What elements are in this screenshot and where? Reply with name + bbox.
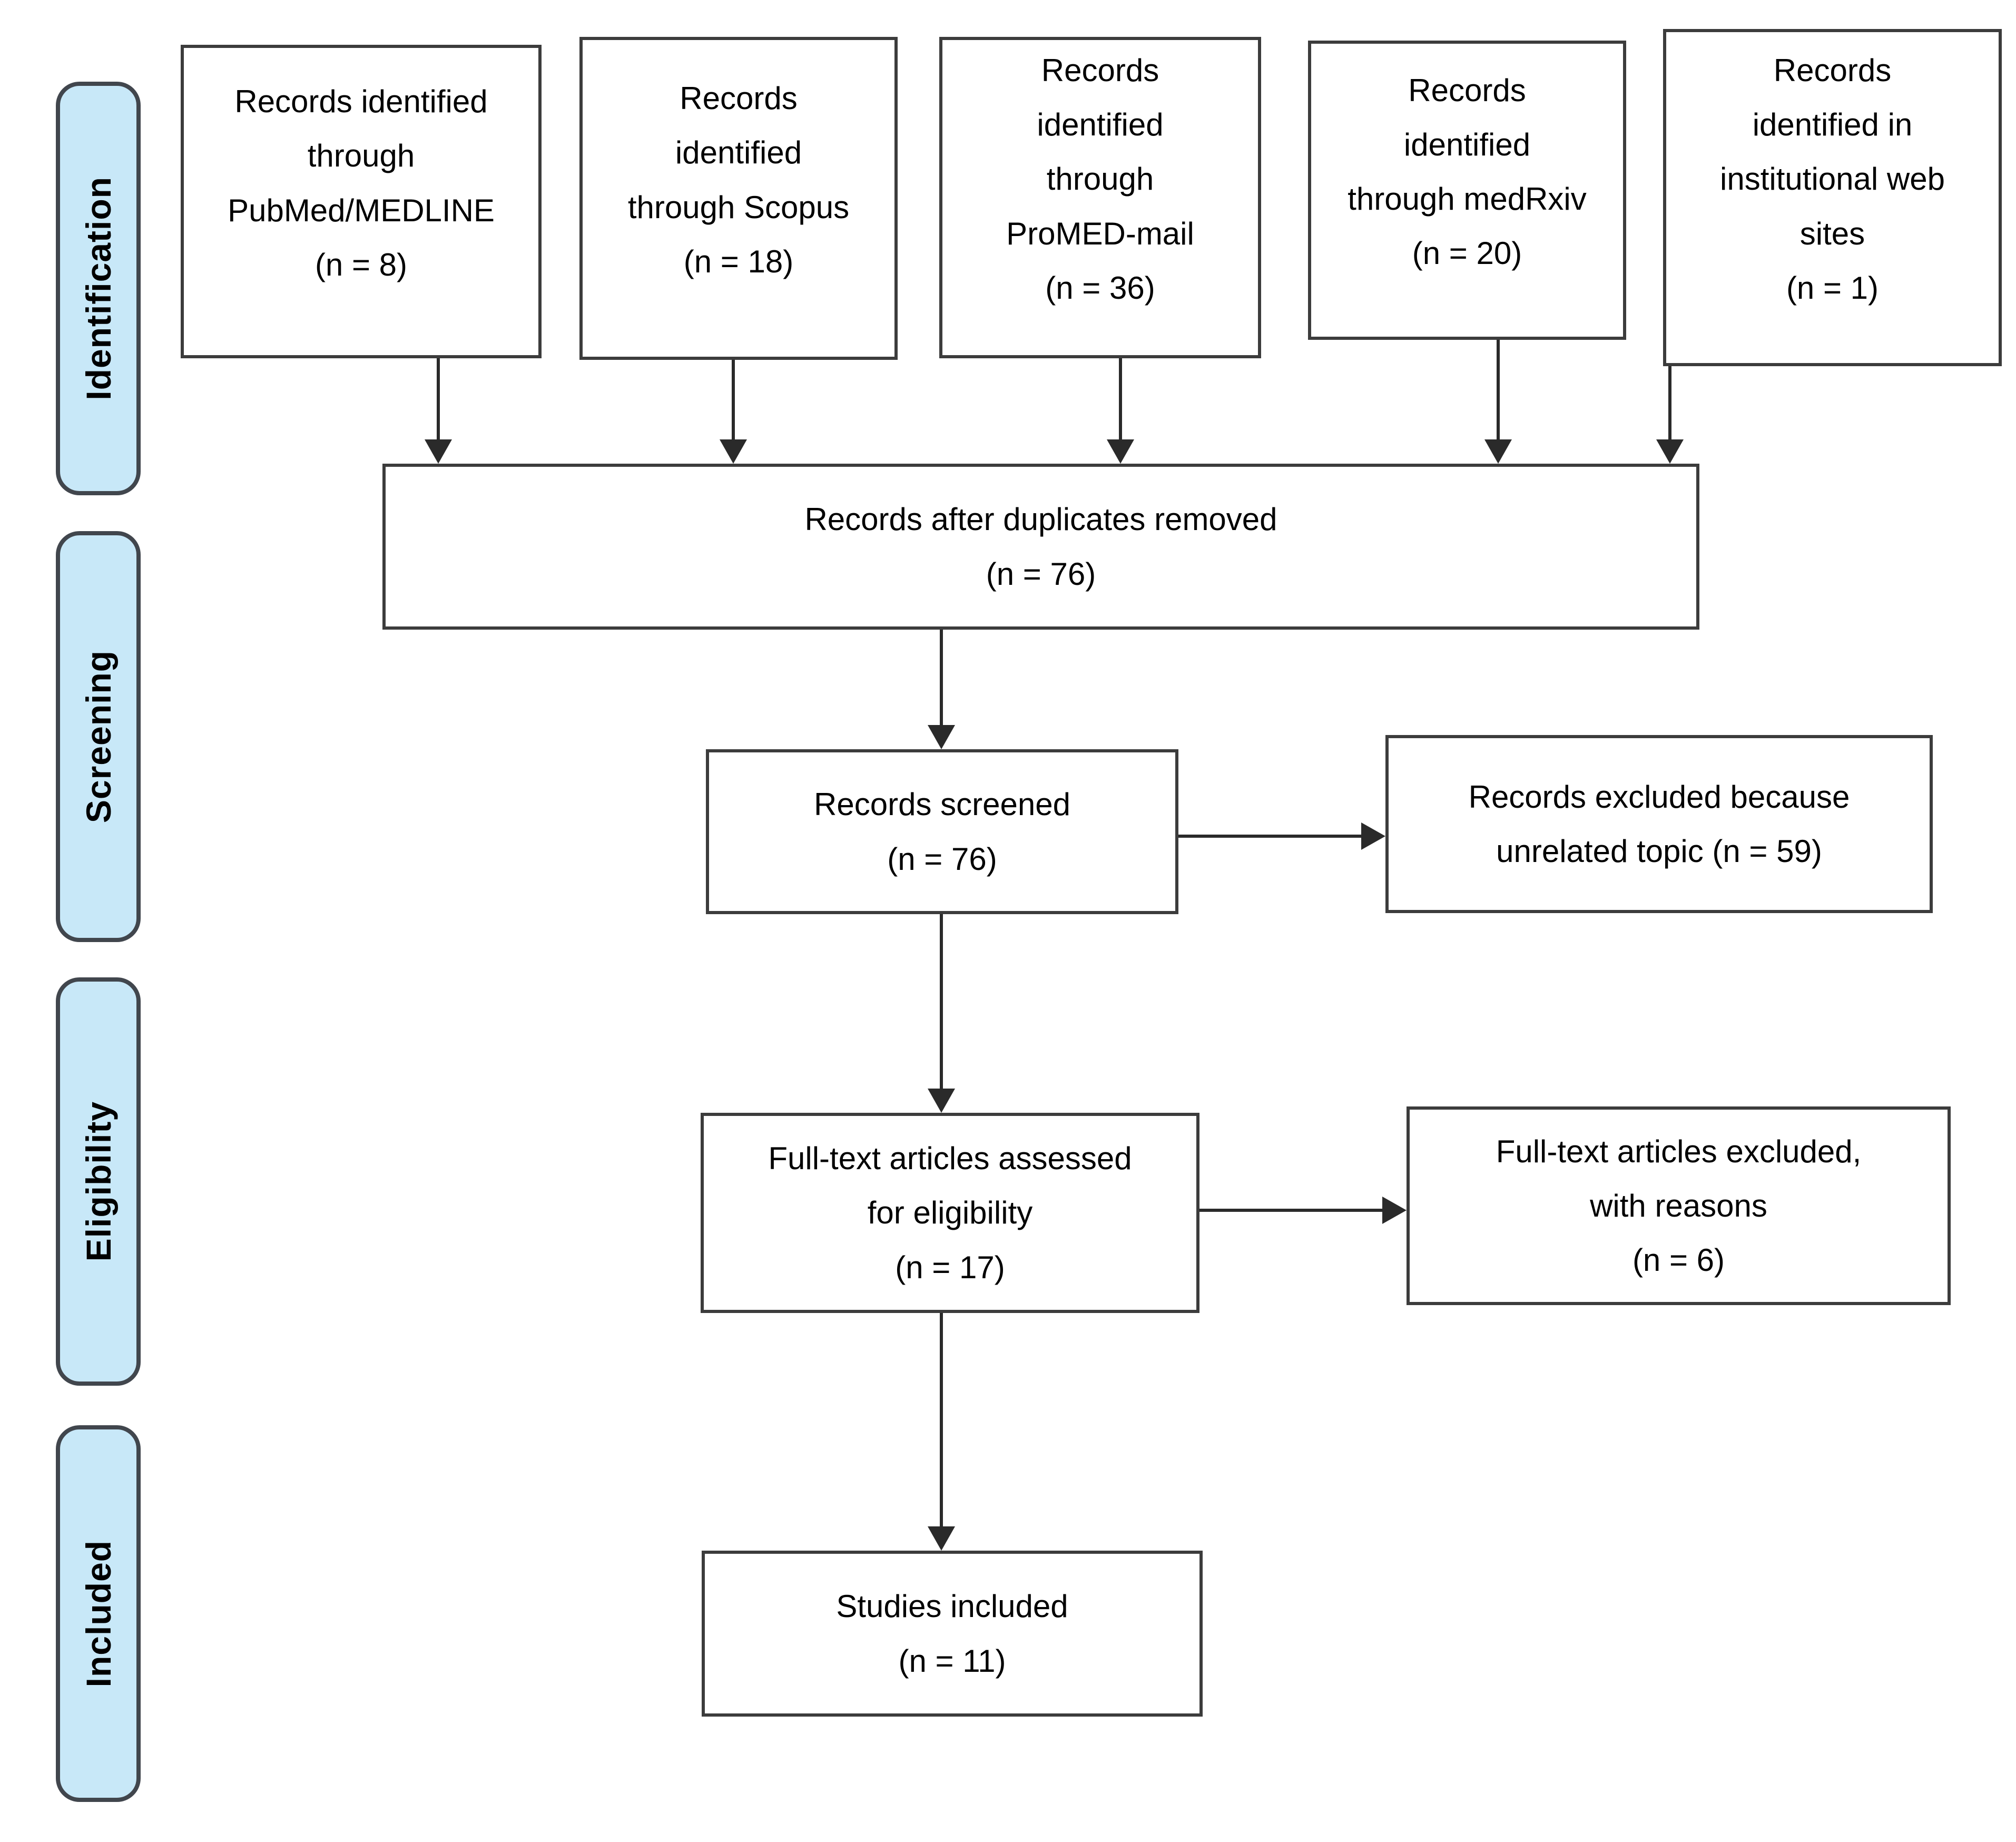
arrow-screened-to-fulltext-line — [940, 914, 943, 1089]
source-box-promed: Records identified through ProMED-mail (… — [939, 37, 1261, 358]
source-box-pubmed: Records identified through PubMed/MEDLIN… — [181, 45, 542, 358]
arrow-duplicates-to-screened-head — [928, 725, 955, 749]
stage-identification: Identification — [56, 82, 141, 495]
arrow-medrxiv-to-duplicates-line — [1497, 340, 1500, 440]
arrow-pubmed-to-duplicates-head — [425, 439, 452, 464]
stage-included: Included — [56, 1425, 141, 1802]
arrow-promed-to-duplicates-head — [1107, 439, 1134, 464]
source-box-scopus-label: Records identified through Scopus (n = 1… — [627, 81, 850, 279]
box-duplicates-removed-label: Records after duplicates removed (n = 76… — [804, 502, 1277, 592]
arrow-fulltext-to-included-line — [940, 1313, 943, 1527]
arrow-duplicates-to-screened-line — [940, 630, 943, 726]
box-records-excluded-label: Records excluded because unrelated topic… — [1468, 779, 1850, 869]
arrow-scopus-to-duplicates-line — [732, 360, 735, 440]
arrow-screened-to-fulltext-head — [928, 1089, 955, 1113]
arrow-promed-to-duplicates-line — [1119, 358, 1122, 440]
arrow-fulltext-to-excluded-head — [1382, 1197, 1407, 1224]
box-fulltext-assessed-label: Full-text articles assessed for eligibil… — [768, 1141, 1132, 1285]
source-box-scopus: Records identified through Scopus (n = 1… — [579, 37, 898, 360]
stage-eligibility: Eligibility — [56, 977, 141, 1386]
source-box-pubmed-label: Records identified through PubMed/MEDLIN… — [228, 84, 495, 282]
box-studies-included-label: Studies included (n = 11) — [836, 1589, 1068, 1679]
source-box-institutional: Records identified in institutional web … — [1663, 29, 2002, 366]
source-box-medrxiv: Records identified through medRxiv (n = … — [1308, 41, 1626, 340]
source-box-promed-label: Records identified through ProMED-mail (… — [1006, 53, 1194, 306]
arrow-scopus-to-duplicates-head — [720, 439, 747, 464]
arrow-pubmed-to-duplicates-line — [437, 358, 440, 440]
arrow-medrxiv-to-duplicates-head — [1484, 439, 1512, 464]
stage-identification-label: Identification — [78, 177, 118, 400]
arrow-fulltext-to-excluded-line — [1199, 1209, 1383, 1212]
arrow-institutional-to-duplicates-head — [1656, 439, 1684, 464]
box-records-excluded: Records excluded because unrelated topic… — [1385, 735, 1933, 913]
box-studies-included: Studies included (n = 11) — [702, 1551, 1203, 1717]
arrow-fulltext-to-included-head — [928, 1526, 955, 1551]
box-fulltext-excluded: Full-text articles excluded, with reason… — [1407, 1106, 1951, 1305]
box-fulltext-excluded-label: Full-text articles excluded, with reason… — [1496, 1133, 1862, 1278]
stage-eligibility-label: Eligibility — [78, 1101, 118, 1262]
stage-screening-label: Screening — [78, 650, 118, 824]
stage-included-label: Included — [78, 1540, 118, 1688]
stage-screening: Screening — [56, 531, 141, 942]
box-records-screened: Records screened (n = 76) — [706, 749, 1178, 914]
arrow-institutional-to-duplicates-line — [1668, 366, 1671, 440]
arrow-screened-to-excluded-head — [1361, 822, 1385, 850]
source-box-institutional-label: Records identified in institutional web … — [1720, 53, 1945, 306]
box-records-screened-label: Records screened (n = 76) — [814, 787, 1070, 877]
arrow-screened-to-excluded-line — [1178, 835, 1362, 838]
box-fulltext-assessed: Full-text articles assessed for eligibil… — [701, 1113, 1199, 1313]
box-duplicates-removed: Records after duplicates removed (n = 76… — [382, 464, 1699, 630]
source-box-medrxiv-label: Records identified through medRxiv (n = … — [1348, 72, 1587, 271]
